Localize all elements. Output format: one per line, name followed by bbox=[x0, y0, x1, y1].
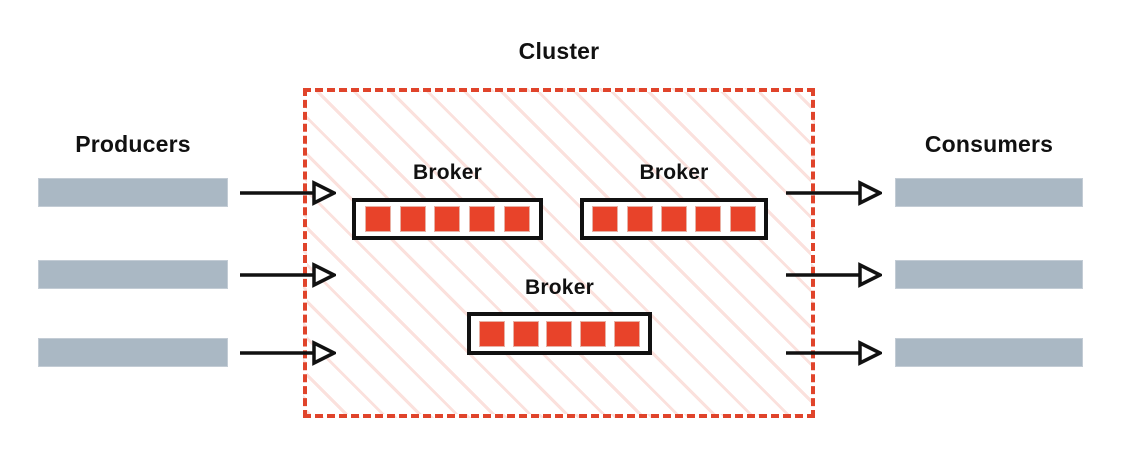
partition-2-2 bbox=[626, 206, 653, 232]
broker-box-1 bbox=[352, 198, 543, 240]
partition-1-1 bbox=[364, 206, 391, 232]
partition-1-3 bbox=[434, 206, 461, 232]
cluster-region bbox=[303, 88, 815, 418]
partition-2-3 bbox=[660, 206, 687, 232]
broker-label-2: Broker bbox=[639, 161, 709, 184]
partition-2-1 bbox=[592, 206, 619, 232]
partition-3-5 bbox=[614, 320, 641, 347]
broker-label-3: Broker bbox=[525, 276, 594, 299]
consumers-label: Consumers bbox=[924, 131, 1054, 157]
partition-2-4 bbox=[695, 206, 722, 232]
producer-bar-3 bbox=[38, 338, 228, 367]
consumer-bar-2 bbox=[895, 260, 1083, 289]
broker-box-2 bbox=[580, 198, 768, 240]
consumer-bar-3 bbox=[895, 338, 1083, 367]
partition-1-4 bbox=[469, 206, 496, 232]
partition-1-2 bbox=[399, 206, 426, 232]
partition-3-2 bbox=[512, 320, 539, 347]
broker-box-3 bbox=[467, 312, 652, 355]
partition-3-3 bbox=[546, 320, 573, 347]
partition-2-5 bbox=[729, 206, 756, 232]
partition-3-4 bbox=[580, 320, 607, 347]
cluster-title: Cluster bbox=[518, 38, 600, 64]
partition-1-5 bbox=[504, 206, 531, 232]
consumer-bar-1 bbox=[895, 178, 1083, 207]
broker-label-1: Broker bbox=[413, 161, 482, 184]
partition-3-1 bbox=[478, 320, 505, 347]
producer-bar-1 bbox=[38, 178, 228, 207]
producer-bar-2 bbox=[38, 260, 228, 289]
producers-label: Producers bbox=[75, 131, 191, 157]
